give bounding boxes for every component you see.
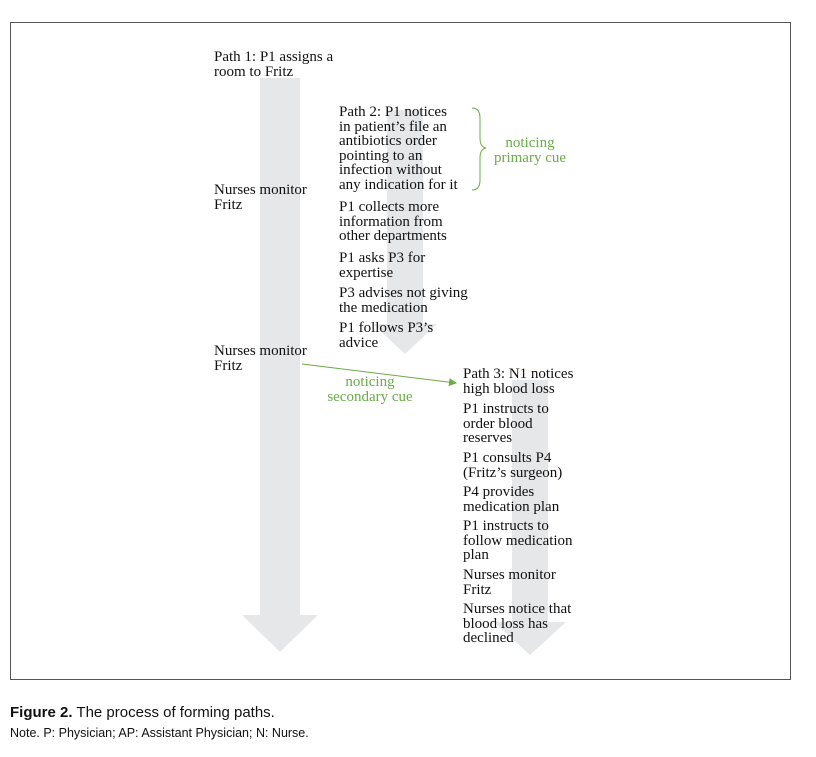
path1-header: Path 1: P1 assigns a room to Fritz (214, 49, 334, 80)
path2-step-2: P1 asks P3 for expertise (339, 250, 426, 281)
figure-caption-text: The process of forming paths. (76, 704, 275, 721)
secondary-cue-label: noticing secondary cue (327, 374, 413, 405)
secondary-cue-arrow (301, 363, 457, 387)
path3-step-5: Nurses monitor Fritz (463, 567, 556, 598)
path3-step-2: P1 consults P4 (Fritz’s surgeon) (463, 450, 563, 481)
primary-cue-label: noticing primary cue (493, 135, 567, 166)
figure-note: Note. P: Physician; AP: Assistant Physic… (10, 726, 309, 740)
figure-frame (10, 22, 791, 680)
path2-arrow (373, 110, 437, 354)
path3-step-6: Nurses notice that blood loss has declin… (463, 601, 572, 647)
primary-cue-brace (471, 107, 487, 191)
figure-caption: Figure 2. The process of forming paths. (10, 704, 275, 721)
diagram-canvas (242, 78, 566, 655)
path1-step-nurses-monitor-2: Nurses monitor Fritz (214, 343, 307, 374)
path1-arrow (242, 78, 318, 652)
path3-header: Path 3: N1 notices high blood loss (463, 366, 574, 397)
path3-step-3: P4 provides medication plan (463, 484, 560, 515)
figure-caption-label: Figure 2. (10, 704, 73, 721)
path3-step-4: P1 instructs to follow medication plan (463, 518, 573, 564)
path3-step-1: P1 instructs to order blood reserves (463, 401, 549, 447)
path1-step-nurses-monitor-1: Nurses monitor Fritz (214, 182, 307, 213)
path2-step-3: P3 advises not giving the medication (339, 285, 468, 316)
path3-arrow (494, 380, 566, 655)
path2-header: Path 2: P1 notices in patient’s file an … (339, 104, 458, 193)
path2-step-4: P1 follows P3’s advice (339, 320, 434, 351)
path2-step-1: P1 collects more information from other … (339, 199, 447, 245)
